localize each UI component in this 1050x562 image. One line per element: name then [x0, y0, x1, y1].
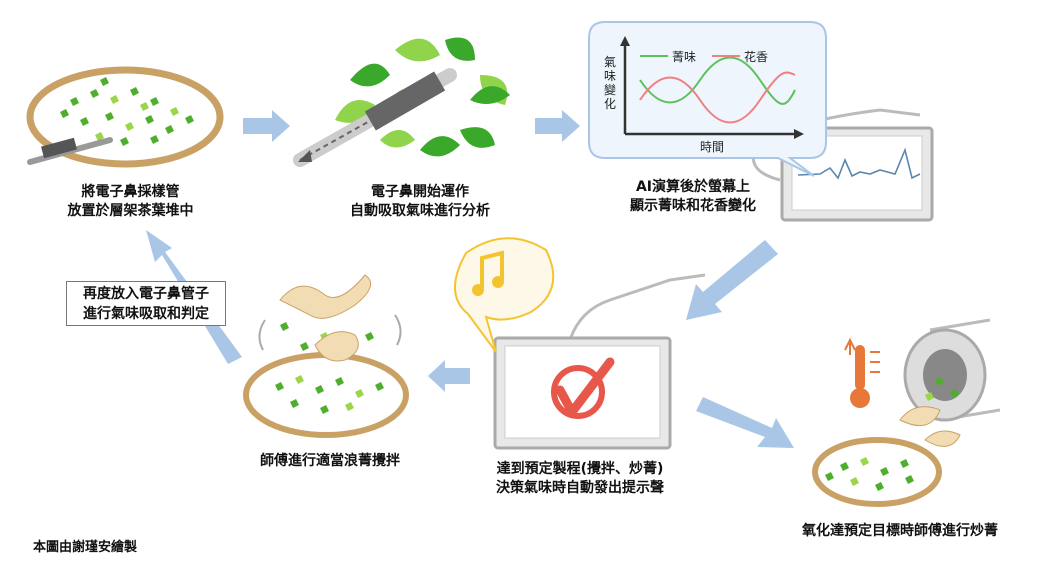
arrow-step5-to-4 — [696, 397, 794, 448]
step3-illustration — [588, 21, 934, 222]
note-line2: 進行氣味吸取和判定 — [83, 306, 209, 322]
arrow-step3-to-5 — [686, 240, 778, 320]
caption-step5-line1: 達到預定製程(攪拌、炒菁) — [496, 461, 664, 477]
inset-ylabel-char: 味 — [604, 69, 616, 83]
caption-step4: 氧化達預定目標時師傅進行炒菁 — [802, 522, 1042, 541]
caption-step4-line1: 氧化達預定目標時師傅進行炒菁 — [802, 523, 998, 539]
caption-step6: 師傅進行適當浪菁攪拌 — [240, 452, 420, 471]
inset-ylabel-char: 化 — [604, 97, 616, 111]
caption-step1: 將電子鼻採樣管 放置於層架茶葉堆中 — [38, 183, 223, 221]
step2-nose-illustration — [293, 37, 510, 167]
caption-step3: AI演算後於螢幕上 顯示菁味和花香變化 — [598, 178, 788, 216]
caption-step2: 電子鼻開始運作 自動吸取氣味進行分析 — [320, 183, 520, 221]
arrow-step5-to-6 — [428, 360, 470, 392]
inset-ylabel-char: 變 — [604, 82, 616, 97]
caption-step1-line2: 放置於層架茶葉堆中 — [67, 203, 194, 219]
inset-ylabel-char: 氣 — [604, 55, 616, 69]
inset-xlabel: 時間 — [700, 140, 724, 154]
step1-basket-illustration — [26, 66, 224, 168]
caption-step2-line2: 自動吸取氣味進行分析 — [350, 203, 490, 219]
inset-legend-series2: 花香 — [744, 49, 768, 64]
credit-text: 本圖由謝瑾安繪製 — [33, 540, 138, 555]
caption-step5: 達到預定製程(攪拌、炒菁) 決策氣味時自動發出提示聲 — [465, 460, 695, 498]
note-box: 再度放入電子鼻管子 進行氣味吸取和判定 — [66, 281, 226, 326]
caption-step1-line1: 將電子鼻採樣管 — [81, 184, 180, 200]
step4-illustration — [812, 318, 1001, 507]
step6-illustration — [243, 274, 409, 438]
inset-legend-series1: 菁味 — [672, 50, 696, 64]
caption-step3-line2: 顯示菁味和花香變化 — [630, 198, 756, 214]
note-line1: 再度放入電子鼻管子 — [83, 286, 209, 302]
caption-step2-line1: 電子鼻開始運作 — [371, 184, 469, 200]
arrow-step2-to-3 — [535, 110, 580, 142]
step5-illustration — [454, 237, 706, 450]
inset-ylabel: 氣味變化 — [604, 55, 616, 111]
caption-step3-line1: AI演算後於螢幕上 — [635, 179, 751, 195]
arrow-step1-to-2 — [243, 110, 290, 142]
caption-step5-line2: 決策氣味時自動發出提示聲 — [496, 480, 664, 496]
caption-step6-line1: 師傅進行適當浪菁攪拌 — [260, 453, 400, 469]
